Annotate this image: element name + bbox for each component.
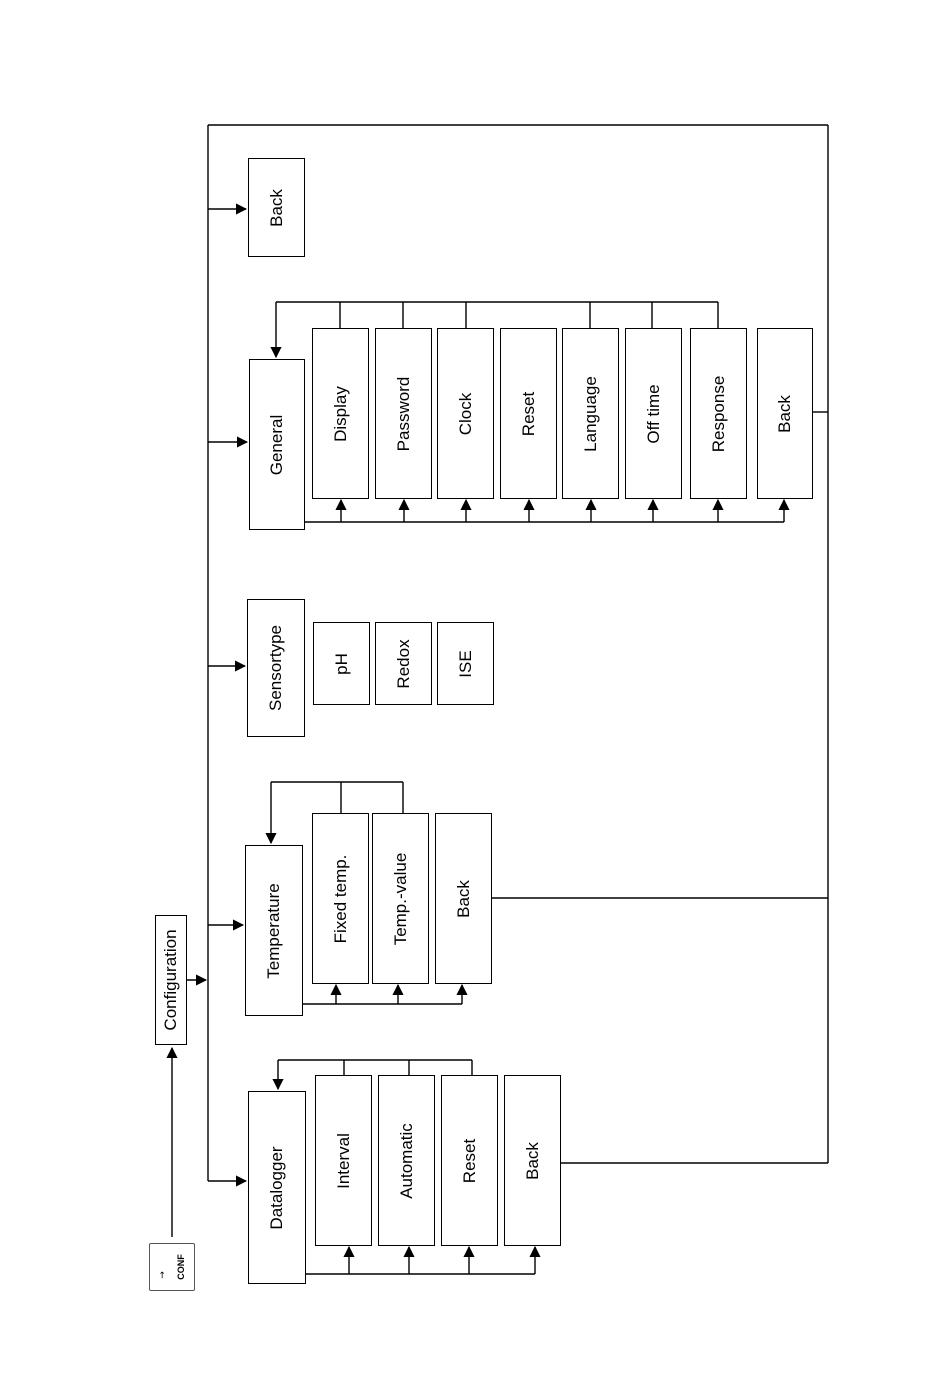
main-back-box[interactable]: Back	[248, 158, 305, 257]
datalogger-item-reset[interactable]: Reset	[441, 1075, 498, 1246]
datalogger-item-label: Interval	[334, 1133, 354, 1189]
temperature-label: Temperature	[264, 883, 284, 978]
configuration-box[interactable]: Configuration	[155, 915, 187, 1045]
general-box[interactable]: General	[249, 359, 305, 530]
sensortype-label: Sensortype	[266, 625, 286, 711]
datalogger-box[interactable]: Datalogger	[248, 1091, 306, 1284]
general-item-label: Reset	[519, 391, 539, 435]
general-item-label: Clock	[456, 392, 476, 435]
general-item-label: Language	[581, 376, 601, 452]
general-item-label: Password	[394, 376, 414, 451]
sensortype-item-label: pH	[332, 653, 352, 675]
sensortype-box[interactable]: Sensortype	[247, 599, 305, 737]
temperature-item-label: Back	[454, 880, 474, 918]
conf-key-label: CONF	[176, 1254, 186, 1280]
datalogger-item-interval[interactable]: Interval	[315, 1075, 372, 1246]
general-item-label: Off time	[644, 384, 664, 443]
datalogger-item-label: Back	[523, 1142, 543, 1180]
general-item-off-time[interactable]: Off time	[625, 328, 682, 499]
datalogger-item-label: Reset	[460, 1138, 480, 1182]
general-item-back[interactable]: Back	[757, 328, 813, 499]
temperature-item-back[interactable]: Back	[435, 813, 492, 984]
general-item-clock[interactable]: Clock	[437, 328, 494, 499]
temperature-item-label: Fixed temp.	[331, 854, 351, 943]
sensortype-item-label: ISE	[456, 650, 476, 677]
general-item-response[interactable]: Response	[690, 328, 747, 499]
general-item-label: Display	[331, 386, 351, 442]
datalogger-item-automatic[interactable]: Automatic	[378, 1075, 435, 1246]
temperature-item-fixed-temp[interactable]: Fixed temp.	[312, 813, 369, 984]
general-item-label: Response	[709, 375, 729, 452]
general-item-reset[interactable]: Reset	[500, 328, 557, 499]
conf-key[interactable]: → CONF	[149, 1243, 195, 1291]
sensortype-item-ph[interactable]: pH	[313, 622, 370, 705]
temperature-box[interactable]: Temperature	[245, 845, 303, 1016]
general-label: General	[267, 414, 287, 474]
sensortype-item-ise[interactable]: ISE	[437, 622, 494, 705]
datalogger-item-back[interactable]: Back	[504, 1075, 561, 1246]
general-item-label: Back	[775, 395, 795, 433]
configuration-label: Configuration	[161, 929, 181, 1030]
datalogger-item-label: Automatic	[397, 1123, 417, 1199]
general-item-language[interactable]: Language	[562, 328, 619, 499]
temperature-item-temp-value[interactable]: Temp.-value	[372, 813, 429, 984]
sensortype-item-redox[interactable]: Redox	[375, 622, 432, 705]
general-item-display[interactable]: Display	[312, 328, 369, 499]
up-arrow-icon: →	[158, 1271, 168, 1279]
datalogger-label: Datalogger	[267, 1146, 287, 1229]
general-item-password[interactable]: Password	[375, 328, 432, 499]
temperature-item-label: Temp.-value	[391, 852, 411, 945]
main-back-label: Back	[267, 189, 287, 227]
sensortype-item-label: Redox	[394, 639, 414, 688]
